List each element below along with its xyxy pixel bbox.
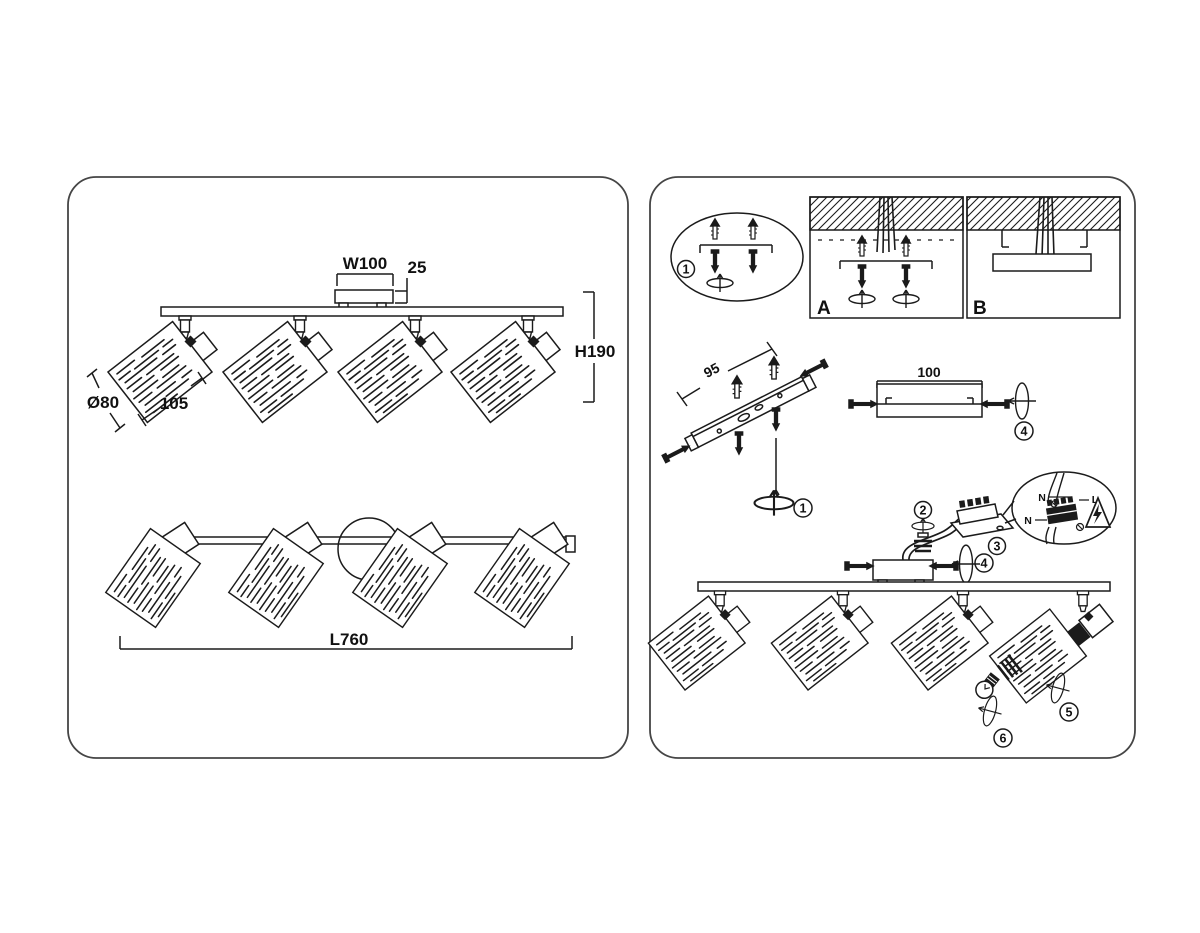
option-a-label: A bbox=[817, 298, 831, 319]
svg-text:5: 5 bbox=[1066, 706, 1073, 720]
step1-hardware-detail: 1 bbox=[670, 212, 804, 302]
live-label: L bbox=[1092, 494, 1099, 506]
svg-text:1: 1 bbox=[683, 263, 690, 277]
dim-shade-length: 105 bbox=[137, 371, 207, 427]
terminal-block bbox=[949, 496, 1015, 538]
bracket-drawing: 95 1 bbox=[661, 341, 829, 518]
dim-height: H190 bbox=[575, 291, 616, 403]
assembly-drawing: 5 6 bbox=[648, 581, 1115, 748]
dim-canopy-width: W100 bbox=[336, 254, 394, 286]
warning-triangle-icon bbox=[1084, 495, 1112, 528]
dim-length-label: L760 bbox=[330, 630, 369, 649]
neutral-label: N bbox=[1038, 492, 1046, 504]
step-badge-3: 3 bbox=[987, 536, 1007, 556]
neutral-label: N bbox=[1024, 515, 1032, 527]
dim-shade-diameter: Ø80 bbox=[86, 368, 126, 433]
canopy bbox=[872, 559, 934, 581]
front-view-drawing: W100 25 H190 Ø80 105 bbox=[86, 254, 616, 433]
dim-shade-length-label: 105 bbox=[160, 394, 188, 413]
wires bbox=[876, 196, 896, 254]
dim-shade-diameter-label: Ø80 bbox=[87, 393, 119, 412]
terminal-block-detail bbox=[1045, 496, 1079, 525]
dim-height-label: H190 bbox=[575, 342, 616, 361]
dim-canopy-depth-label: 25 bbox=[408, 258, 427, 277]
wires bbox=[1035, 196, 1055, 258]
wires bbox=[1045, 472, 1065, 545]
svg-text:3: 3 bbox=[994, 540, 1001, 554]
dim-length: L760 bbox=[119, 630, 573, 650]
spotlight-4-disassembled bbox=[971, 590, 1115, 704]
fixture-bar bbox=[160, 306, 564, 317]
step-badge-6: 6 bbox=[993, 728, 1013, 748]
dim-canopy-depth: 25 bbox=[395, 258, 427, 304]
svg-text:4: 4 bbox=[981, 557, 988, 571]
step-badge-4: 4 bbox=[1014, 421, 1034, 441]
dim-canopy-width-label: W100 bbox=[343, 254, 387, 273]
wiring-stage: 2 3 bbox=[844, 471, 1117, 585]
dim-bracket-length-label: 95 bbox=[701, 359, 722, 381]
option-b-label: B bbox=[973, 298, 987, 319]
mount-option-b: B bbox=[966, 196, 1121, 319]
wiring-magnifier-detail: N L N bbox=[1011, 471, 1117, 545]
fixture-bar bbox=[697, 581, 1111, 592]
svg-text:6: 6 bbox=[1000, 732, 1007, 746]
top-view-drawing: L760 bbox=[106, 517, 576, 650]
dim-canopy-length-label: 100 bbox=[917, 364, 941, 380]
mounting-bracket-line bbox=[699, 244, 773, 253]
bar-outline bbox=[992, 253, 1092, 272]
left-panel: W100 25 H190 Ø80 105 bbox=[67, 176, 629, 759]
step-badge-1: 1 bbox=[793, 498, 813, 518]
right-panel-border bbox=[649, 176, 1136, 759]
svg-text:2: 2 bbox=[920, 504, 927, 518]
left-panel-border bbox=[67, 176, 629, 759]
washer-stack bbox=[996, 653, 1023, 681]
canopy bbox=[334, 289, 394, 304]
ceiling-hatch bbox=[809, 196, 964, 231]
step-badge-1: 1 bbox=[676, 259, 696, 279]
svg-text:4: 4 bbox=[1021, 425, 1028, 439]
step-badge-5: 5 bbox=[1059, 702, 1079, 722]
canopy-drawing: 100 4 bbox=[848, 364, 1037, 441]
right-panel: 1 A B bbox=[648, 176, 1136, 759]
mount-option-a: A bbox=[809, 196, 964, 319]
svg-text:1: 1 bbox=[800, 502, 807, 516]
dim-bracket-length: 95 bbox=[676, 341, 778, 407]
step-badge-4: 4 bbox=[974, 553, 994, 573]
